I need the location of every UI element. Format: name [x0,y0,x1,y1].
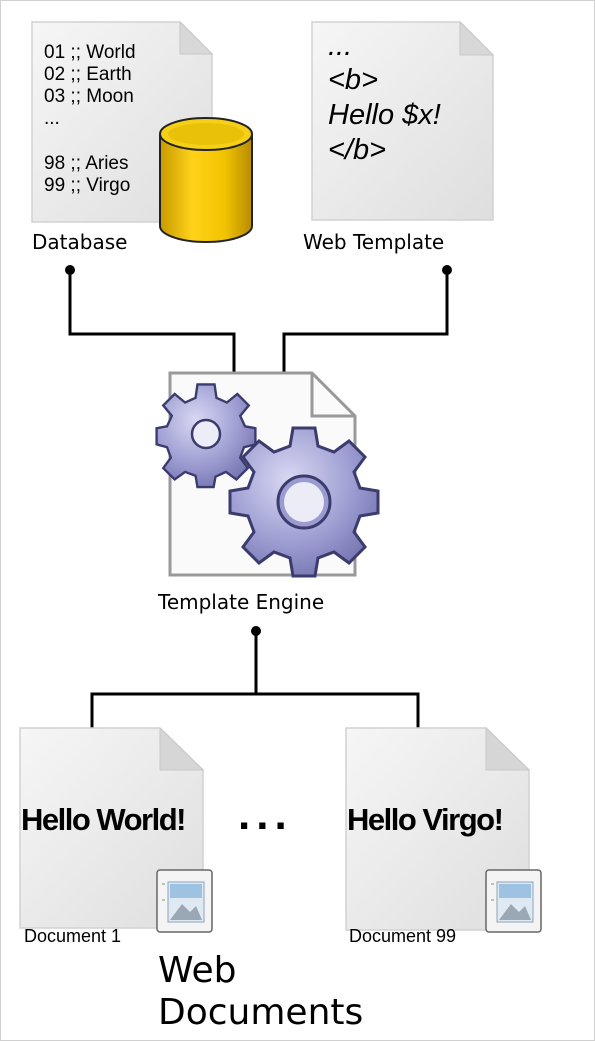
document-1-content: Hello World! [21,802,186,837]
documents-ellipsis: ... [238,790,293,839]
template-to-engine-arrow [284,270,449,384]
database-to-engine-arrow [68,270,234,384]
template-line: Hello $x! [328,99,441,131]
database-row-ellipsis: ... [44,108,60,129]
document-1-thumbnail-icon [156,869,213,933]
input-connectors [65,265,452,384]
database-row: 99 ;; Virgo [44,175,131,196]
template-engine-label: Template Engine [158,590,325,614]
document-1-label: Document 1 [24,926,122,946]
document-99-label: Document 99 [349,926,457,946]
web-documents-title-line2: Documents [158,992,364,1033]
document-99-page [345,726,531,931]
database-cylinder-icon [159,117,253,243]
web-documents-title-line1: Web [158,950,237,991]
output-connectors [92,626,418,745]
small-gear-icon [155,383,257,489]
database-row: 02 ;; Earth [44,64,132,85]
web-template-label: Web Template [303,230,445,254]
database-row: 03 ;; Moon [44,86,134,107]
template-line: </b> [328,134,387,166]
large-gear-icon [228,426,380,578]
template-line: ... [328,30,353,62]
engine-to-document-1-arrow [92,631,258,745]
database-row: 01 ;; World [44,42,136,63]
web-template-page [311,20,495,221]
database-row: 98 ;; Aries [44,153,129,174]
template-line: <b> [328,64,378,96]
database-label: Database [32,230,128,254]
document-99-thumbnail-icon [485,869,542,933]
document-99-content: Hello Virgo! [347,802,504,837]
